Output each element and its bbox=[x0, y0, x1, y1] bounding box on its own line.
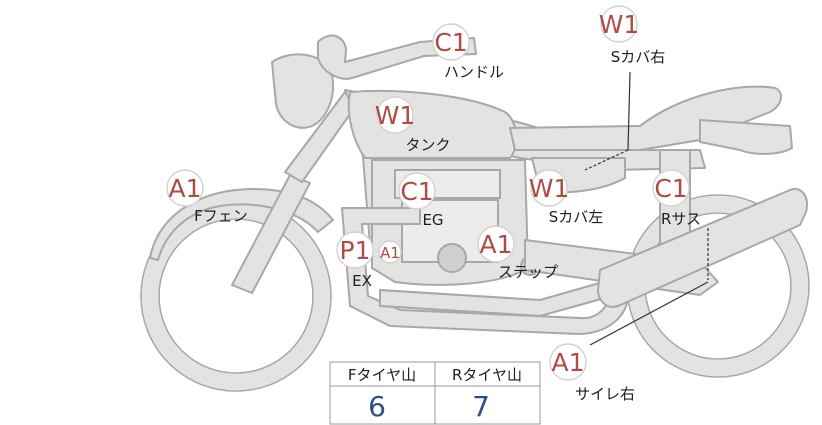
badge-s-cover-r[interactable]: W1 Sカバ右 bbox=[599, 5, 666, 66]
badge-tank[interactable]: W1 タンク bbox=[375, 96, 451, 154]
badge-silencer-r[interactable]: A1 サイレ右 bbox=[549, 343, 635, 403]
badge-code: A1 bbox=[168, 174, 201, 203]
part-label-handle: ハンドル bbox=[444, 63, 504, 81]
badge-engine[interactable]: C1 EG bbox=[398, 172, 444, 229]
part-label-f-fender: Fフェン bbox=[194, 207, 248, 225]
badge-code: W1 bbox=[375, 101, 416, 130]
badge-code: A1 bbox=[479, 230, 512, 259]
part-label-exhaust: EX bbox=[352, 272, 372, 290]
muffler bbox=[597, 187, 808, 308]
front-tire bbox=[142, 202, 330, 390]
front-fork bbox=[231, 174, 311, 294]
table-header-rear: Rタイヤ山 bbox=[452, 366, 522, 384]
part-label-tank: タンク bbox=[405, 136, 450, 154]
leader-s-cover-r bbox=[627, 71, 631, 151]
badge-code: C1 bbox=[654, 174, 687, 203]
badge-s-cover-l[interactable]: W1 Sカバ左 bbox=[529, 169, 604, 226]
badge-handle[interactable]: C1 ハンドル bbox=[432, 23, 504, 81]
part-label-step: ステップ bbox=[498, 263, 558, 281]
badge-code: W1 bbox=[529, 174, 570, 203]
badge-exhaust[interactable]: P1 A1 EX bbox=[336, 231, 402, 290]
badge-code: C1 bbox=[400, 177, 433, 206]
badge-code: W1 bbox=[599, 10, 640, 39]
part-label-s-cover-l: Sカバ左 bbox=[549, 208, 604, 226]
badge-code: A1 bbox=[551, 348, 584, 377]
badge-code: C1 bbox=[434, 28, 467, 57]
table-value-front: 6 bbox=[368, 390, 386, 423]
badge-f-fender[interactable]: A1 Fフェン bbox=[166, 169, 248, 225]
table-value-rear: 7 bbox=[472, 390, 490, 423]
badge-extra-code: A1 bbox=[380, 244, 400, 262]
part-label-silencer-r: サイレ右 bbox=[575, 385, 635, 403]
badge-step[interactable]: A1 ステップ bbox=[477, 225, 558, 281]
leader-silencer bbox=[589, 281, 709, 346]
table-header-front: Fタイヤ山 bbox=[348, 366, 416, 384]
part-label-s-cover-r: Sカバ右 bbox=[611, 48, 666, 66]
part-label-r-susp: Rサス bbox=[661, 210, 701, 228]
headlight bbox=[271, 53, 335, 129]
tire-tread-table: Fタイヤ山 Rタイヤ山 6 7 bbox=[329, 361, 541, 425]
leader-lines bbox=[584, 71, 709, 346]
part-label-engine: EG bbox=[422, 211, 443, 229]
badge-code: P1 bbox=[340, 236, 371, 265]
badge-r-susp[interactable]: C1 Rサス bbox=[652, 169, 701, 228]
